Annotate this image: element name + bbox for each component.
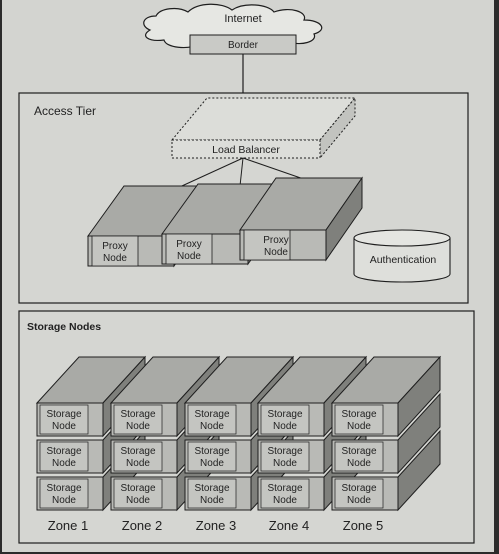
authentication-database: Authentication bbox=[353, 229, 451, 283]
storage-node-label-line2: Node bbox=[52, 458, 76, 469]
storage-node-label-line2: Node bbox=[126, 495, 150, 506]
storage-node-label-line2: Node bbox=[52, 421, 76, 432]
lb-top bbox=[170, 97, 357, 141]
storage-node-label-line1: Storage bbox=[46, 446, 81, 457]
border-label: Border bbox=[228, 40, 259, 51]
border-box: Border bbox=[189, 34, 297, 55]
zone-label: Zone 4 bbox=[269, 518, 309, 533]
load-balancer: Load Balancer bbox=[170, 96, 357, 160]
storage-node-label-line2: Node bbox=[347, 421, 371, 432]
storage-node-label-line1: Storage bbox=[120, 409, 155, 420]
storage-node-label-line2: Node bbox=[273, 458, 297, 469]
storage-node-label-line1: Storage bbox=[194, 483, 229, 494]
storage-node-label-line1: Storage bbox=[46, 409, 81, 420]
storage-node-label-line1: Storage bbox=[341, 409, 376, 420]
storage-node-label-line1: Storage bbox=[267, 446, 302, 457]
storage-node-label-box bbox=[334, 404, 384, 435]
storage-node-label-line2: Node bbox=[273, 495, 297, 506]
proxy-node-3-label-box bbox=[243, 229, 291, 261]
database-icon bbox=[353, 238, 451, 283]
storage-node-label-line2: Node bbox=[52, 495, 76, 506]
access-tier-title: Access Tier bbox=[34, 104, 96, 118]
storage-node-label-box bbox=[39, 441, 89, 472]
storage-node-label-line2: Node bbox=[126, 458, 150, 469]
storage-node-label-line1: Storage bbox=[120, 483, 155, 494]
zone-label: Zone 3 bbox=[196, 518, 236, 533]
lb-to-proxy-2-line bbox=[239, 157, 244, 187]
proxy-node-2-label-line2: Node bbox=[177, 251, 201, 262]
storage-node-label-line2: Node bbox=[273, 421, 297, 432]
storage-node-label-line1: Storage bbox=[267, 409, 302, 420]
storage-nodes-title: Storage Nodes bbox=[27, 321, 101, 333]
storage-node-label-line2: Node bbox=[200, 495, 224, 506]
storage-node-label-box bbox=[113, 404, 163, 435]
proxy-node-1-label-line1: Proxy bbox=[102, 241, 128, 252]
proxy-node-2-label-line1: Proxy bbox=[176, 239, 202, 250]
storage-node-label-line2: Node bbox=[347, 495, 371, 506]
storage-node-label-line2: Node bbox=[200, 458, 224, 469]
proxy-node-3-label-line2: Node bbox=[264, 247, 288, 258]
storage-node-label-line1: Storage bbox=[194, 446, 229, 457]
zone-label: Zone 1 bbox=[48, 518, 88, 533]
proxy-node-3: Proxy Node bbox=[239, 176, 363, 262]
storage-node-label-box bbox=[113, 441, 163, 472]
storage-node-label-box bbox=[39, 478, 89, 509]
storage-node-label-line1: Storage bbox=[341, 446, 376, 457]
storage-node-label-line1: Storage bbox=[120, 446, 155, 457]
proxy-node-1-label-box bbox=[91, 235, 139, 267]
storage-node-label-box bbox=[334, 441, 384, 472]
storage-node-label-box bbox=[260, 441, 310, 472]
storage-node-label-line2: Node bbox=[126, 421, 150, 432]
storage-node-label-box bbox=[334, 478, 384, 509]
zone-label: Zone 2 bbox=[122, 518, 162, 533]
storage-node-label-box bbox=[39, 404, 89, 435]
proxy-node-2-label-box bbox=[165, 233, 213, 265]
storage-node-label-line2: Node bbox=[200, 421, 224, 432]
storage-node-label-box bbox=[187, 478, 237, 509]
zone-label: Zone 5 bbox=[343, 518, 383, 533]
storage-node-label-line1: Storage bbox=[194, 409, 229, 420]
storage-node-label-box bbox=[260, 404, 310, 435]
storage-node-label-box bbox=[187, 404, 237, 435]
proxy-node-1-label-line2: Node bbox=[103, 253, 127, 264]
storage-node-label-line1: Storage bbox=[46, 483, 81, 494]
proxy-node-3-label-line1: Proxy bbox=[263, 235, 289, 246]
load-balancer-label: Load Balancer bbox=[212, 144, 280, 156]
authentication-label: Authentication bbox=[370, 254, 437, 266]
storage-node-label-box bbox=[260, 478, 310, 509]
storage-node-label-line2: Node bbox=[347, 458, 371, 469]
storage-node-label-box bbox=[113, 478, 163, 509]
storage-node-label-line1: Storage bbox=[267, 483, 302, 494]
storage-node-label-box bbox=[187, 441, 237, 472]
storage-node-label-line1: Storage bbox=[341, 483, 376, 494]
lb-front bbox=[171, 139, 321, 159]
internet-label: Internet bbox=[224, 13, 261, 25]
database-top bbox=[353, 229, 451, 247]
